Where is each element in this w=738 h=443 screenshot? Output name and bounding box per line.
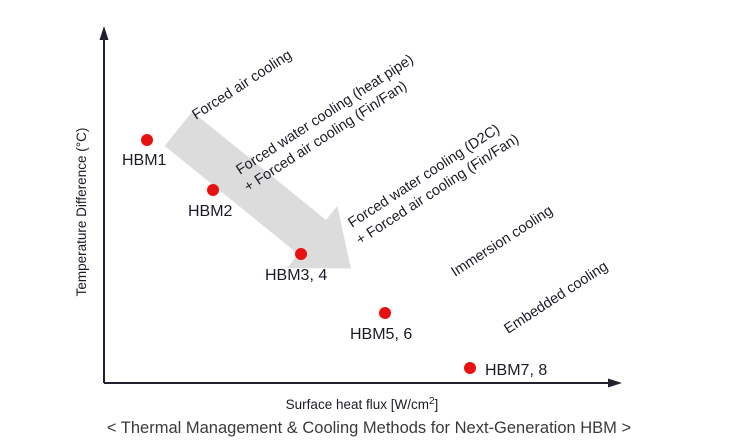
data-points-group: HBM1 HBM2 HBM3, 4 HBM5, 6 HBM7, 8 [122,134,547,379]
data-point-hbm7-8[interactable]: HBM7, 8 [464,362,547,379]
data-point-marker [141,134,153,146]
data-point-marker [464,362,476,374]
data-point-label: HBM2 [188,203,233,220]
y-axis-title: Temperature Difference (°C) [74,128,89,297]
y-axis-arrowhead [99,26,109,40]
data-point-marker [379,307,391,319]
trend-arrow [164,111,351,269]
axes-group [99,26,622,388]
data-point-marker [207,184,219,196]
x-axis-title-superscript: 2 [429,396,435,407]
x-axis-title-tail: ] [435,397,439,412]
trend-arrow-shape [164,111,351,269]
figure-caption: < Thermal Management & Cooling Methods f… [107,419,631,437]
data-point-label: HBM7, 8 [485,362,547,379]
data-point-label: HBM1 [122,152,167,169]
data-point-hbm2[interactable]: HBM2 [188,184,233,220]
x-axis-arrowhead [608,378,622,388]
data-point-label: HBM5, 6 [350,326,412,343]
data-point-hbm1[interactable]: HBM1 [122,134,167,169]
data-point-hbm5-6[interactable]: HBM5, 6 [350,307,412,343]
x-axis-title: Surface heat flux [W/cm2] [286,396,439,412]
data-point-marker [295,248,307,260]
x-axis-title-main: Surface heat flux [W/cm [286,397,429,412]
data-point-hbm3-4[interactable]: HBM3, 4 [265,248,327,284]
data-point-label: HBM3, 4 [265,267,327,284]
